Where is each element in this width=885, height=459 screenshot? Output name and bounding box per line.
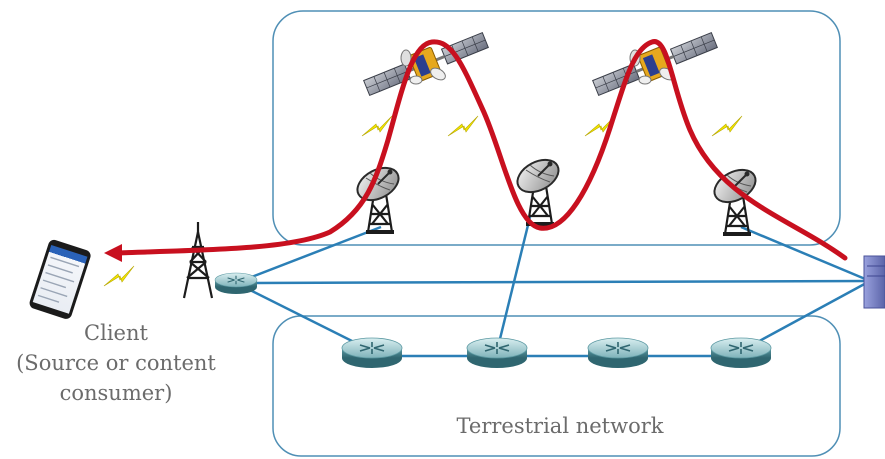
router-icon	[587, 337, 649, 369]
link-router-4-to-server	[740, 279, 871, 353]
radio-tower-icon	[182, 222, 214, 299]
link-access-router-to-server	[235, 279, 871, 285]
client-label-line-2: (Source or content	[16, 351, 216, 375]
client-label-line-3: consumer)	[59, 381, 173, 405]
router-icon	[341, 337, 403, 369]
satellite-dish-icon	[510, 152, 566, 228]
server-icon	[863, 255, 885, 309]
smartphone-icon	[29, 239, 91, 319]
router-icon	[710, 337, 772, 369]
lightning-icon	[447, 115, 479, 137]
terrestrial-network-label: Terrestrial network	[456, 414, 664, 438]
lightning-icon	[711, 115, 743, 137]
link-access-router-to-router-1	[235, 281, 373, 353]
link-dish-3-to-server	[740, 225, 871, 283]
signal-path	[112, 39, 848, 261]
network-links	[235, 216, 871, 358]
lightning-icon	[103, 265, 135, 287]
client-label: Client (Source or content consumer)	[0, 318, 232, 408]
client-label-line-1: Client	[84, 321, 148, 345]
arrowhead	[104, 244, 122, 262]
link-dish-2-to-router-2	[495, 216, 532, 352]
router-icon	[214, 272, 258, 295]
terrestrial-network-box	[272, 315, 841, 457]
router-icon	[466, 337, 528, 369]
satellite-network-box	[272, 10, 841, 246]
link-access-router-to-dish-1	[235, 225, 382, 285]
